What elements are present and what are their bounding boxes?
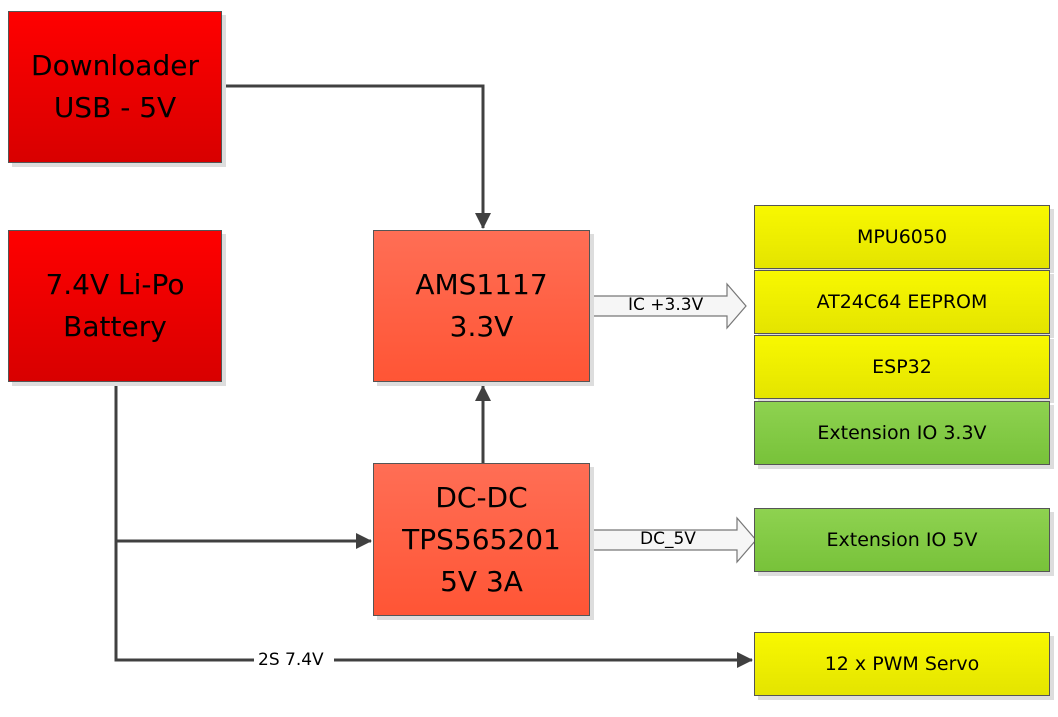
ic33-block-arrow	[590, 282, 747, 330]
downloader-usb-block: Downloader USB - 5V	[8, 11, 222, 163]
pwm-servo-block: 12 x PWM Servo	[754, 632, 1050, 696]
mpu6050-block: MPU6050	[754, 205, 1050, 269]
usb-to-ams-line	[222, 84, 491, 229]
esp32-block: ESP32	[754, 335, 1050, 399]
dc5v-label: DC_5V	[640, 529, 696, 549]
extension-io-33-block: Extension IO 3.3V	[754, 401, 1050, 465]
extension-io-5v-block: Extension IO 5V	[754, 508, 1050, 572]
battery-block: 7.4V Li-Po Battery	[8, 230, 222, 382]
battery-2s-label: 2S 7.4V	[258, 650, 324, 670]
dcdc-block: DC-DC TPS565201 5V 3A	[373, 463, 590, 616]
eeprom-block: AT24C64 EEPROM	[754, 270, 1050, 334]
ic33-label: IC +3.3V	[628, 295, 704, 315]
ams1117-block: AMS1117 3.3V	[373, 230, 590, 382]
battery-bus-line	[114, 382, 753, 668]
